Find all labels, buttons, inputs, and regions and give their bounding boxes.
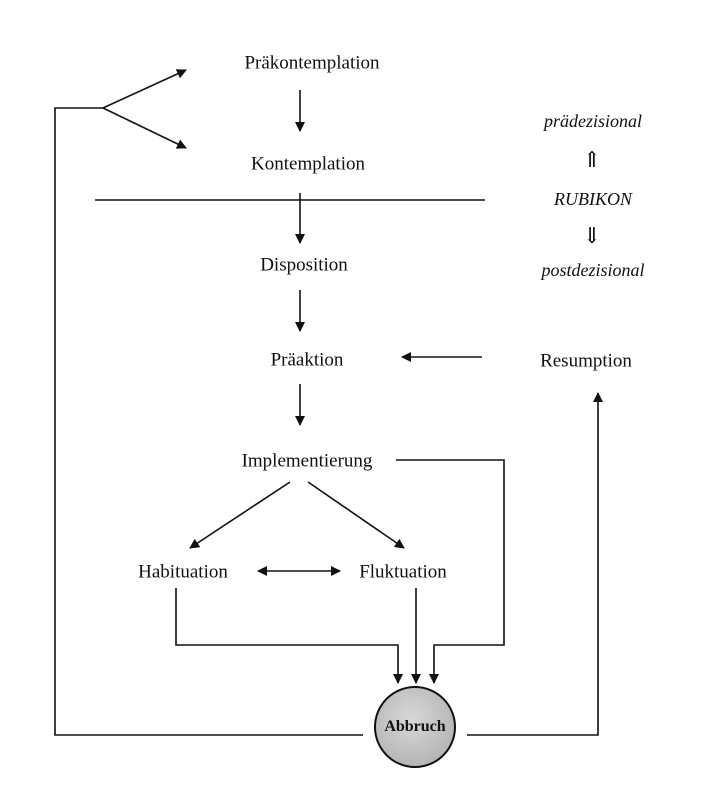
stage-fluktuation: Fluktuation <box>359 561 447 583</box>
abbruch-label: Abbruch <box>384 718 446 735</box>
arrow-impl-to-abbruch <box>396 459 505 684</box>
stage-disposition: Disposition <box>260 254 348 276</box>
up-arrow-icon: ⇑ <box>582 147 602 172</box>
arrow-abbruch-to-start <box>54 107 363 736</box>
arrow-habituation-to-abbruch <box>175 588 403 684</box>
stage-kontemplation: Kontemplation <box>251 153 365 175</box>
stage-habituation: Habituation <box>138 561 228 583</box>
arrow-abbruch-to-resumption <box>467 392 603 736</box>
label-postdezisional: postdezisional <box>541 260 645 280</box>
label-praedezisional: prädezisional <box>543 111 643 131</box>
arrow-impl-to-fluktuation <box>307 481 405 549</box>
stage-praeaktion: Präaktion <box>270 349 344 371</box>
stage-resumption: Resumption <box>540 350 632 372</box>
arrow-impl-to-habituation <box>189 481 291 549</box>
stage-abbruch: Abbruch <box>374 686 456 768</box>
stage-implementierung: Implementierung <box>241 450 373 472</box>
label-rubikon: RUBIKON <box>554 189 632 209</box>
arrow-start-to-kontemplation <box>102 107 187 149</box>
arrow-start-to-praekontemplation <box>102 69 187 109</box>
stage-praekontemplation: Präkontemplation <box>244 52 380 74</box>
down-arrow-icon: ⇓ <box>582 223 602 248</box>
